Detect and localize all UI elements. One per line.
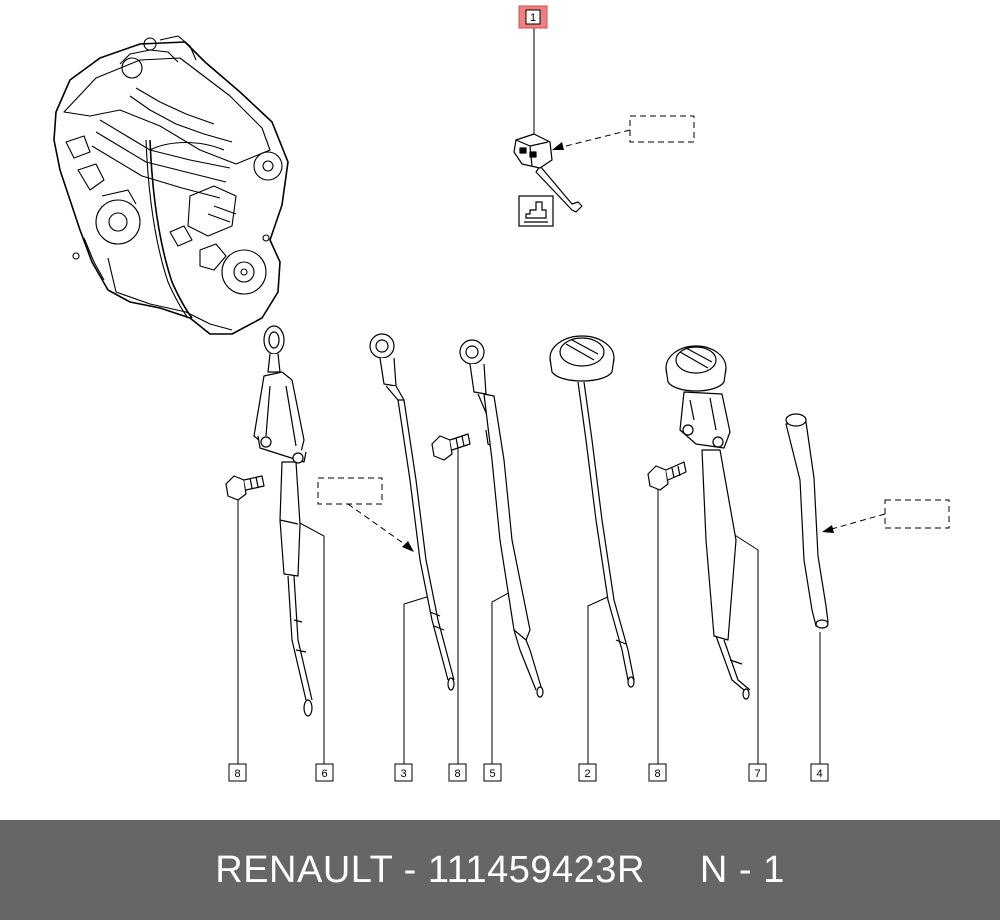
callout-boxes: 1 8 6 3 8 5 2 8 <box>228 5 829 782</box>
reference-arrows <box>317 115 950 549</box>
callout-2: 2 <box>578 763 597 782</box>
page-number-label: N - 1 <box>699 848 785 891</box>
callout-leaders <box>237 28 821 764</box>
callout-8: 8 <box>228 763 247 782</box>
oil-dipstick-guide-tube-part <box>785 413 829 629</box>
bolt-part <box>225 475 265 501</box>
oil-filler-cap-part <box>549 335 635 688</box>
engine-illustration <box>53 35 289 335</box>
workshop-info-icon <box>518 195 554 227</box>
oil-dipstick-guide-tube-part <box>665 345 751 700</box>
callout-4: 4 <box>810 763 829 782</box>
oil-dipstick-guide-tube-part <box>253 325 313 717</box>
oil-dipstick-part <box>369 333 455 691</box>
callout-7: 7 <box>748 763 767 782</box>
callout-5: 5 <box>483 763 502 782</box>
callout-label: 6 <box>321 768 327 780</box>
oil-filler-cap-part <box>513 133 583 213</box>
callout-8: 8 <box>648 763 667 782</box>
bolt-part <box>647 461 687 491</box>
part-number-footer: RENAULT - 111459423R N - 1 <box>0 820 1000 920</box>
arrow-heads <box>402 142 834 552</box>
callout-label: 1 <box>530 12 536 24</box>
callout-label: 8 <box>654 768 660 780</box>
parts-diagram: 1 8 6 3 8 5 2 8 <box>53 5 950 782</box>
callout-label: 7 <box>754 768 760 780</box>
callout-label: 3 <box>400 768 406 780</box>
callout-6: 6 <box>315 763 334 782</box>
callout-label: 8 <box>454 768 460 780</box>
callout-8: 8 <box>448 763 467 782</box>
callout-1: 1 <box>518 5 548 29</box>
callout-label: 2 <box>584 768 590 780</box>
part-number-label: RENAULT - 111459423R <box>215 848 645 891</box>
bolt-part <box>431 433 471 461</box>
oil-dipstick-guide-tube-part <box>459 339 544 698</box>
callout-label: 4 <box>816 768 822 780</box>
callout-label: 5 <box>489 768 495 780</box>
callout-3: 3 <box>394 763 413 782</box>
callout-label: 8 <box>234 768 240 780</box>
